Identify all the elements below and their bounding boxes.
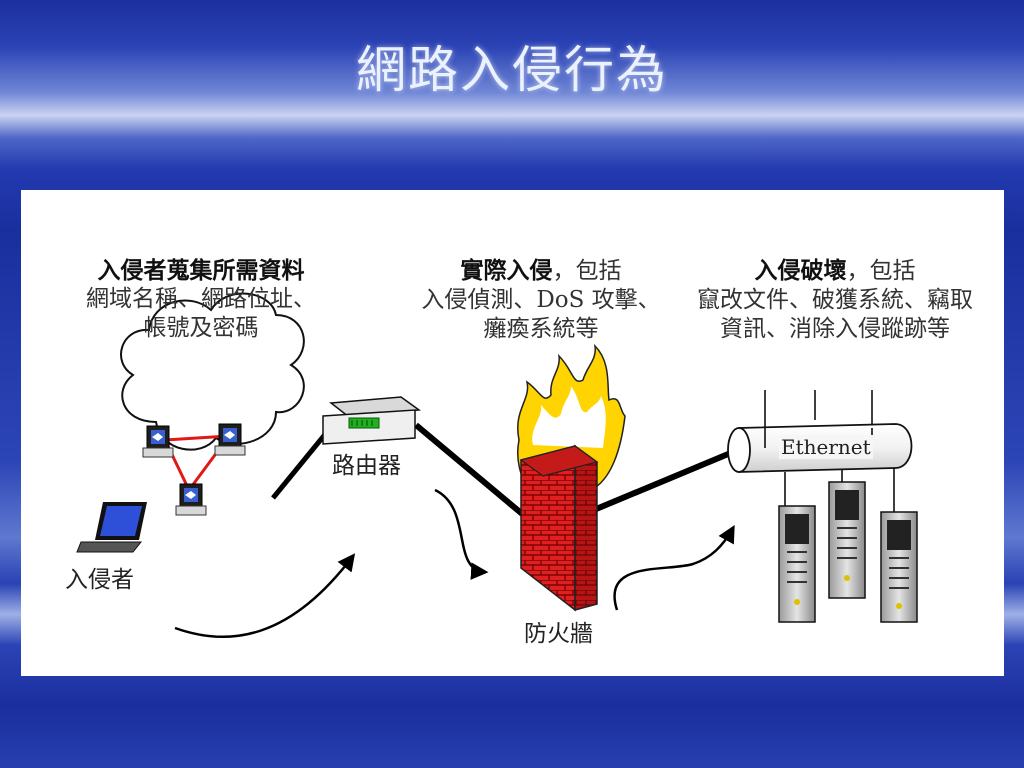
damage-line-2: 資訊、消除入侵蹤跡等 [720, 316, 950, 342]
slide-title: 網路入侵行為 [356, 41, 668, 99]
computer-icon [175, 483, 207, 516]
firewall-icon [516, 343, 626, 612]
damage-heading-rest: ，包括 [846, 258, 916, 284]
attack-line-2: 癱瘓系統等 [483, 316, 599, 342]
computer-icon [214, 423, 246, 456]
ethernet-label: Ethernet [779, 435, 873, 459]
attack-caption: 實際入侵，包括 入侵偵測、DoS 攻擊、 癱瘓系統等 [421, 256, 661, 344]
server-icon [880, 511, 918, 623]
intruder-line-1: 網域名稱、網路位址、 [86, 286, 316, 312]
intruder-line-2: 帳號及密碼 [143, 315, 259, 341]
attack-heading: 實際入侵 [460, 257, 553, 284]
intruder-heading: 入侵者蒐集所需資料 [97, 257, 305, 284]
server-icon [778, 505, 816, 623]
attack-line-1: 入侵偵測、DoS 攻擊、 [421, 287, 661, 313]
intruder-caption: 入侵者蒐集所需資料 網域名稱、網路位址、 帳號及密碼 [71, 256, 331, 343]
attack-heading-rest: ，包括 [552, 258, 622, 284]
flow-arrows [174, 488, 735, 639]
damage-caption: 入侵破壞，包括 竄改文件、破獲系統、竊取 資訊、消除入侵蹤跡等 [685, 256, 985, 344]
laptop-icon [76, 502, 147, 553]
intruder-label: 入侵者 [65, 567, 134, 593]
intrusion-diagram [76, 292, 918, 639]
damage-heading: 入侵破壞 [754, 257, 847, 284]
router-icon [322, 396, 422, 445]
router-label: 路由器 [332, 453, 401, 479]
server-icon [828, 481, 866, 599]
diagram-panel: 入侵者蒐集所需資料 網域名稱、網路位址、 帳號及密碼 入侵者 路由器 實際入侵，… [21, 190, 1004, 676]
computer-icon [142, 425, 174, 458]
connection-lines [271, 422, 735, 531]
firewall-label: 防火牆 [524, 621, 593, 647]
damage-line-1: 竄改文件、破獲系統、竊取 [697, 287, 973, 313]
